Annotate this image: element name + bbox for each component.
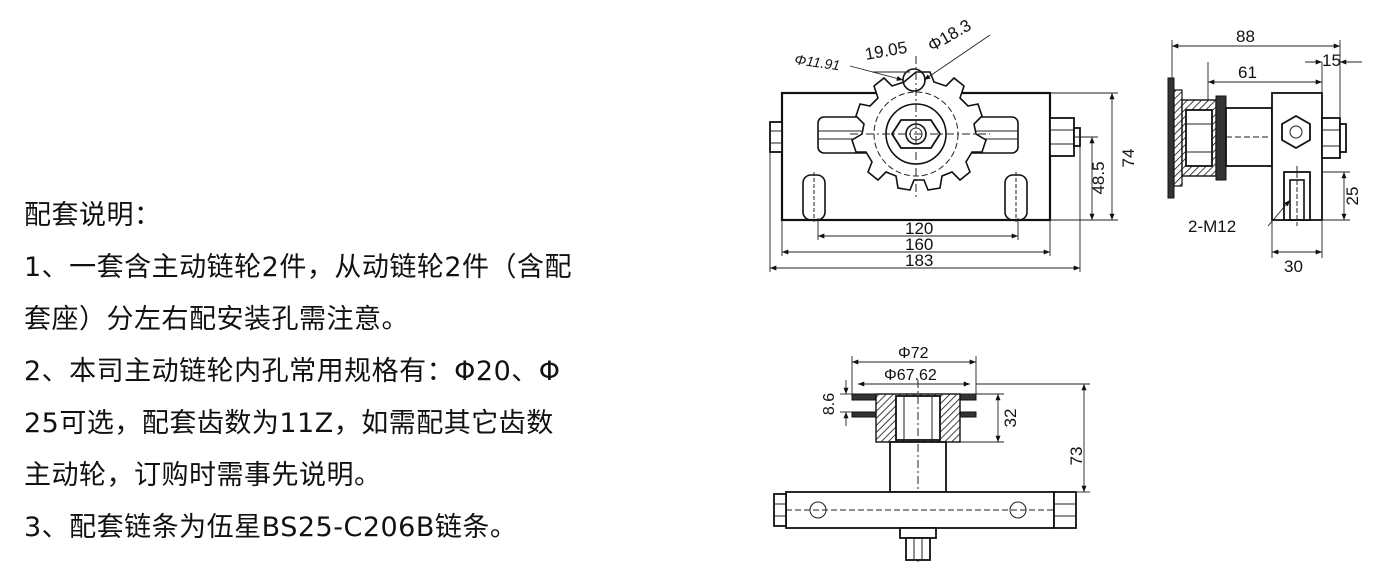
- dim-pitch-19-05: 19.05: [863, 38, 908, 64]
- notes-line-4: 25可选，配套齿数为11Z，如需配其它齿数: [24, 408, 554, 439]
- dim-h74: 74: [1119, 149, 1138, 168]
- dim-h48-5: 48.5: [1089, 161, 1108, 194]
- dim-w61: 61: [1238, 63, 1257, 82]
- dim-d72: Φ72: [898, 345, 929, 362]
- dim-w183: 183: [905, 251, 933, 270]
- dim-h8-6: 8.6: [821, 393, 838, 415]
- dim-w30: 30: [1284, 257, 1303, 276]
- dim-w15: 15: [1322, 51, 1341, 70]
- sprocket: [851, 68, 987, 191]
- dim-d67-62: Φ67.62: [884, 367, 937, 384]
- top-view: Φ72 Φ67.62 8.6 32 73: [773, 345, 1090, 562]
- front-view: Φ11.91 19.05 Φ18.3 120 160 183 74 48.5: [769, 16, 1138, 272]
- notes-line-6: 3、配套链条为伍星BS25-C206B链条。: [24, 512, 518, 543]
- notes-line-1: 1、一套含主动链轮2件，从动链轮2件（含配: [24, 252, 573, 283]
- dim-w160: 160: [905, 235, 933, 254]
- notes-panel: 配套说明： 1、一套含主动链轮2件，从动链轮2件（含配 套座）分左右配安装孔需注…: [24, 190, 724, 554]
- notes-line-2: 套座）分左右配安装孔需注意。: [24, 304, 409, 335]
- notes-heading: 配套说明：: [24, 200, 162, 231]
- side-view: 88 15 61 30 25 2-M12: [1167, 27, 1362, 276]
- dim-d11-91: Φ11.91: [794, 51, 842, 73]
- dim-d18-3: Φ18.3: [925, 16, 975, 56]
- notes-line-3: 2、本司主动链轮内孔常用规格有：Φ20、Φ: [24, 356, 561, 387]
- dim-w120: 120: [905, 219, 933, 238]
- dim-w88: 88: [1236, 27, 1255, 46]
- dim-thread-m12: 2-M12: [1188, 217, 1236, 236]
- dim-h25: 25: [1343, 187, 1362, 206]
- right-nut: [1049, 117, 1075, 157]
- notes-line-5: 主动轮，订购时需事先说明。: [24, 460, 382, 491]
- dim-h32: 32: [1001, 409, 1020, 428]
- left-bolt-head: [769, 121, 783, 153]
- dim-h73: 73: [1067, 447, 1086, 466]
